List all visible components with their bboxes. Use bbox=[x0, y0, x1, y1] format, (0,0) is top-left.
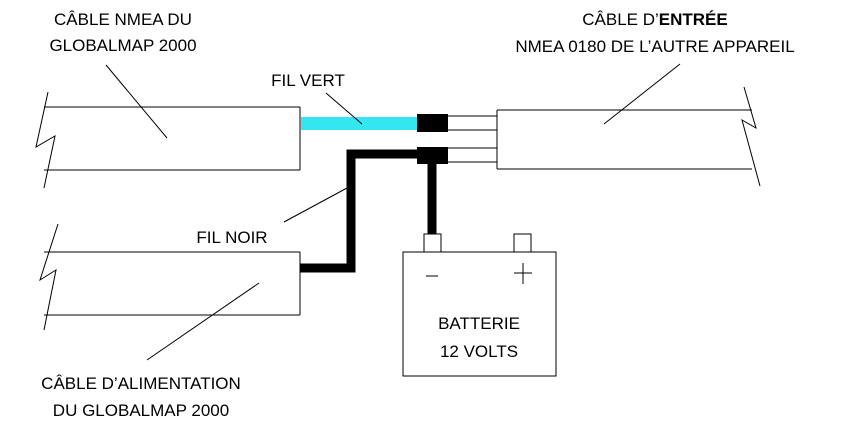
green-wire-connector bbox=[417, 114, 448, 132]
battery bbox=[402, 233, 557, 377]
green-wire bbox=[301, 117, 419, 130]
cable-break-mark bbox=[39, 223, 59, 331]
battery-label-line1: BATTERIE bbox=[438, 314, 520, 333]
input-cable-label-bold: ENTRÉE bbox=[659, 10, 728, 29]
input-cable-conductors bbox=[447, 115, 497, 163]
battery-negative-terminal bbox=[423, 233, 442, 253]
nmea-cable-globalmap bbox=[35, 91, 301, 189]
leader-input-cable bbox=[603, 63, 681, 125]
green-wire-label: FIL VERT bbox=[271, 71, 345, 90]
input-cable-label-line1: CÂBLE D’ENTRÉE bbox=[582, 10, 728, 29]
black-wire-connector bbox=[417, 147, 448, 164]
power-cable-label-line2: DU GLOBALMAP 2000 bbox=[53, 401, 229, 420]
nmea-cable-label-line2: GLOBALMAP 2000 bbox=[49, 36, 196, 55]
cable-break-mark bbox=[35, 91, 56, 189]
battery-label-line2: 12 VOLTS bbox=[440, 342, 518, 361]
input-cable-label-prefix: CÂBLE D’ bbox=[582, 10, 659, 29]
power-cable-label-line1: CÂBLE D’ALIMENTATION bbox=[41, 374, 241, 393]
battery-positive-terminal bbox=[513, 233, 532, 253]
black-wire-label: FIL NOIR bbox=[196, 228, 267, 247]
leader-green-wire bbox=[325, 92, 363, 125]
leader-power-cable bbox=[146, 282, 260, 361]
cable-break-mark bbox=[741, 86, 761, 187]
black-wire bbox=[300, 149, 437, 273]
power-cable-globalmap bbox=[39, 223, 301, 331]
nmea-cable-label-line1: CÂBLE NMEA DU bbox=[54, 10, 192, 29]
input-cable-other-device bbox=[496, 86, 761, 187]
leader-black-wire bbox=[283, 187, 348, 223]
leader-nmea-cable bbox=[105, 64, 168, 139]
input-cable-label-line2: NMEA 0180 DE L’AUTRE APPAREIL bbox=[515, 37, 794, 56]
